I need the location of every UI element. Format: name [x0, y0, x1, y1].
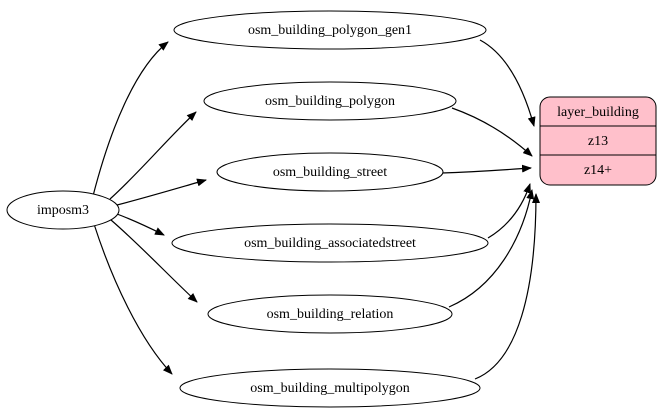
multipolygon-ellipse — [179, 368, 481, 408]
layer-building-title: layer_building — [557, 105, 639, 120]
layer-building-rect — [539, 96, 657, 186]
edge-street-to-z14 — [441, 164, 532, 174]
node-layer-building: layer_building z13 z14+ — [539, 96, 657, 186]
node-osm-building-associatedstreet: osm_building_associatedstreet — [171, 223, 489, 263]
polygon-label: osm_building_polygon — [265, 94, 395, 109]
edge-relation-to-z14 — [448, 189, 535, 308]
edge-imposm3-to-polygon — [109, 111, 197, 200]
imposm3-label: imposm3 — [37, 203, 89, 218]
multipolygon-label: osm_building_multipolygon — [250, 381, 409, 396]
node-imposm3: imposm3 — [6, 190, 120, 230]
edge-multipolygon-to-z14 — [474, 193, 540, 380]
node-osm-building-polygon: osm_building_polygon — [203, 81, 457, 121]
polygon-ellipse — [203, 81, 457, 121]
edge-associatedstreet-to-z14 — [487, 183, 531, 239]
edge-imposm3-to-associatedstreet — [116, 213, 165, 236]
street-label: osm_building_street — [273, 165, 387, 180]
polygon-gen1-ellipse — [173, 10, 487, 50]
associatedstreet-ellipse — [171, 223, 489, 263]
layer-building-row-z13: z13 — [588, 134, 608, 149]
relation-ellipse — [207, 294, 453, 334]
associatedstreet-label: osm_building_associatedstreet — [244, 236, 416, 251]
edge-imposm3-to-street — [116, 178, 207, 206]
edges-source-to-tables — [92, 41, 207, 375]
polygon-gen1-label: osm_building_polygon_gen1 — [248, 23, 412, 38]
relation-label: osm_building_relation — [267, 307, 394, 322]
node-osm-building-polygon-gen1: osm_building_polygon_gen1 — [173, 10, 487, 50]
layer-building-row-z14: z14+ — [584, 163, 612, 178]
node-osm-building-street: osm_building_street — [216, 152, 444, 192]
imposm3-ellipse — [6, 190, 120, 230]
node-osm-building-relation: osm_building_relation — [207, 294, 453, 334]
edge-imposm3-to-relation — [110, 219, 198, 303]
edge-imposm3-to-polygon-gen1 — [92, 41, 169, 197]
street-ellipse — [216, 152, 444, 192]
edges-tables-to-layer — [441, 39, 540, 380]
node-osm-building-multipolygon: osm_building_multipolygon — [179, 368, 481, 408]
edge-polygon-gen1-to-z13 — [479, 39, 536, 127]
edge-polygon-to-z14 — [451, 107, 533, 157]
edge-imposm3-to-multipolygon — [93, 223, 173, 375]
